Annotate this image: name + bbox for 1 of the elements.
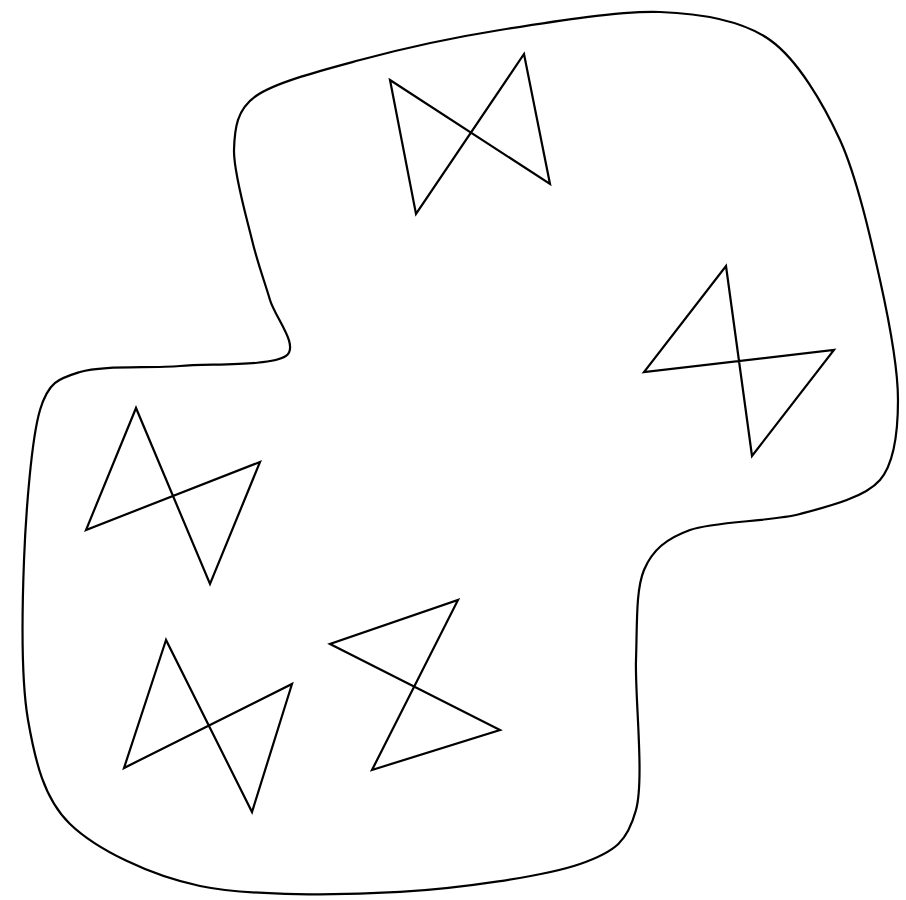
blob-outline (21, 10, 900, 896)
